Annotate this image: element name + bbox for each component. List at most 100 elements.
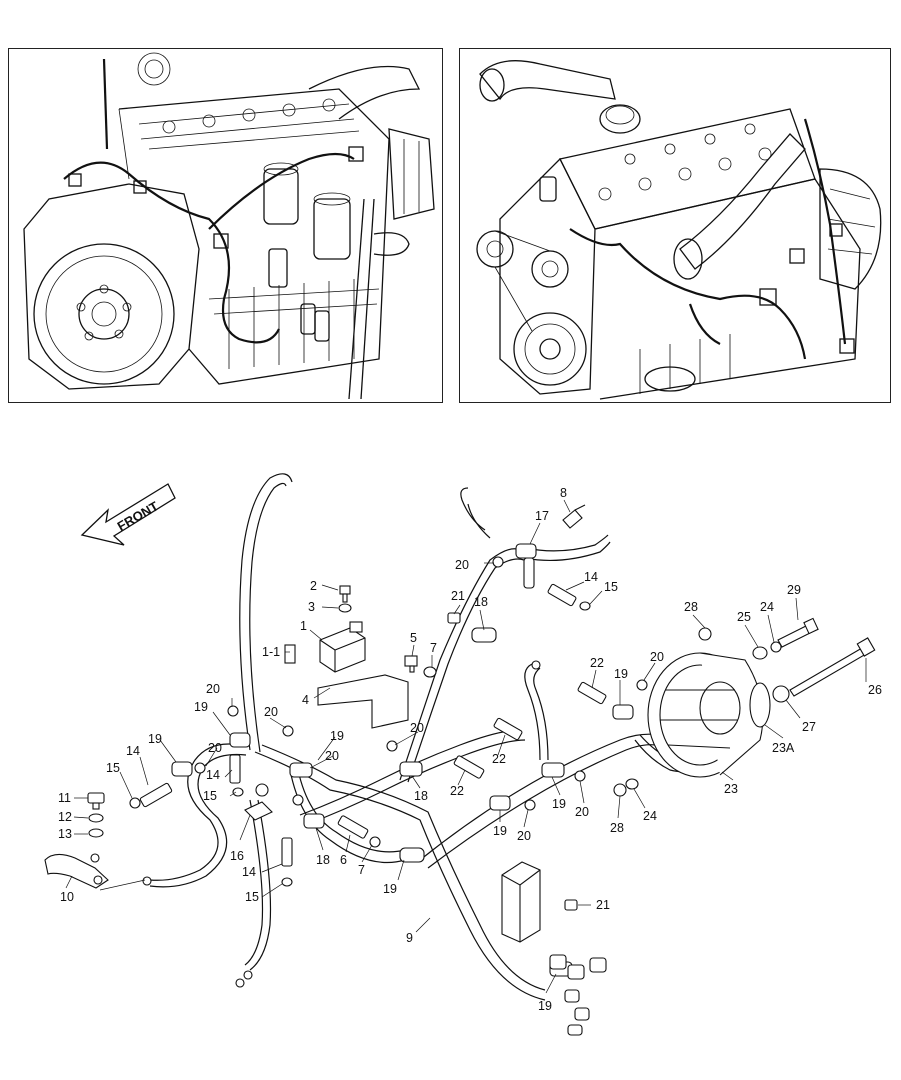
washer-part-3 bbox=[338, 603, 352, 613]
callout-28-lower: 28 bbox=[610, 821, 624, 835]
clip-part-19-mid bbox=[541, 762, 565, 778]
bolt-part-11 bbox=[87, 792, 105, 810]
nut-part-20-upper bbox=[492, 556, 504, 568]
callout-19-mid: 19 bbox=[552, 797, 566, 811]
nut-part-15-left bbox=[129, 797, 141, 809]
callout-15-upper: 15 bbox=[604, 580, 618, 594]
callout-22-lower: 22 bbox=[450, 784, 464, 798]
stud-part-22-upper bbox=[577, 681, 607, 705]
callout-21-lower: 21 bbox=[596, 898, 610, 912]
nut-part-20-right bbox=[636, 679, 648, 691]
callout-19-bottom: 19 bbox=[538, 999, 552, 1013]
callout-19-left-a: 19 bbox=[194, 700, 208, 714]
stud-part-14-left bbox=[139, 782, 173, 808]
nut-part-20-left-a bbox=[227, 705, 239, 717]
callout-20-center: 20 bbox=[410, 721, 424, 735]
clip-part-19-lower bbox=[489, 795, 511, 811]
callout-24-lower: 24 bbox=[643, 809, 657, 823]
callout-13: 13 bbox=[58, 827, 72, 841]
engine-view-left-panel bbox=[8, 48, 443, 403]
callout-25: 25 bbox=[737, 610, 751, 624]
callout-19-center: 19 bbox=[330, 729, 344, 743]
clip-part-19-left-b bbox=[171, 761, 193, 777]
callout-14-left: 14 bbox=[126, 744, 140, 758]
callout-20-left-b: 20 bbox=[264, 705, 278, 719]
callout-11: 11 bbox=[58, 791, 71, 805]
callout-20-right: 20 bbox=[650, 650, 664, 664]
ring-terminal-upper bbox=[531, 660, 541, 670]
callout-18-upper: 18 bbox=[474, 595, 488, 609]
callout-20-upper: 20 bbox=[455, 558, 469, 572]
bolt-part-5 bbox=[404, 655, 418, 673]
callout-28-upper: 28 bbox=[684, 600, 698, 614]
bolt-part-21-upper bbox=[447, 612, 461, 624]
washer-part-13 bbox=[88, 828, 104, 838]
clip-part-18-mid bbox=[399, 761, 423, 777]
callout-7-upper: 7 bbox=[430, 641, 437, 655]
leader-lines bbox=[65, 499, 867, 994]
fuse-part-1-1 bbox=[284, 644, 296, 664]
nut-part-20-mid bbox=[574, 770, 586, 782]
callout-14-center: 14 bbox=[206, 768, 220, 782]
callout-18-lower: 18 bbox=[316, 853, 330, 867]
callout-19-lower: 19 bbox=[493, 824, 507, 838]
terminal-part-16 bbox=[244, 783, 273, 821]
front-direction-arrow: FRONT bbox=[80, 483, 176, 546]
stud-part-22-lower bbox=[453, 755, 485, 779]
callout-15-lower: 15 bbox=[245, 890, 259, 904]
nut-part-7-upper bbox=[423, 666, 437, 678]
callout-labels: 2 3 1 1-1 4 5 7 8 17 20 14 15 21 18 22 1… bbox=[58, 486, 882, 1013]
callout-6: 6 bbox=[340, 853, 347, 867]
callout-18-mid: 18 bbox=[414, 789, 428, 803]
bolt-part-29 bbox=[777, 617, 819, 648]
stud-part-14-center bbox=[229, 754, 241, 784]
engine-left-illustration bbox=[23, 52, 435, 400]
callout-20-left-c: 20 bbox=[208, 741, 222, 755]
stud-part-14-lower bbox=[281, 837, 293, 867]
callout-14-upper: 14 bbox=[584, 570, 598, 584]
stud-part-14-upper bbox=[547, 583, 577, 607]
wire-end-a bbox=[235, 978, 245, 988]
washer-part-12 bbox=[88, 813, 104, 823]
callout-3: 3 bbox=[308, 600, 315, 614]
engine-view-right-panel bbox=[459, 48, 891, 403]
washer-part-25 bbox=[752, 646, 768, 660]
bolt-part-21-lower bbox=[564, 899, 578, 911]
callout-19-left-b: 19 bbox=[148, 732, 162, 746]
callout-21-upper: 21 bbox=[451, 589, 465, 603]
callout-10: 10 bbox=[60, 890, 74, 904]
callout-29: 29 bbox=[787, 583, 801, 597]
washer-part-24-lower bbox=[625, 778, 639, 790]
stud-part-22-middle bbox=[493, 717, 523, 741]
nut-part-28-lower bbox=[613, 783, 627, 797]
callout-23: 23 bbox=[724, 782, 738, 796]
callout-22-middle: 22 bbox=[492, 752, 506, 766]
clip-part-19-loop bbox=[399, 847, 425, 863]
callout-20-low: 20 bbox=[517, 829, 531, 843]
callout-1: 1 bbox=[300, 619, 307, 633]
connector-cluster bbox=[549, 954, 607, 1036]
washer-part-24-upper bbox=[770, 641, 782, 653]
callout-23A: 23A bbox=[772, 741, 795, 755]
clip-part-19-center bbox=[289, 762, 313, 778]
callout-20-mid-left: 20 bbox=[325, 749, 339, 763]
callout-20-left-a: 20 bbox=[206, 682, 220, 696]
nut-part-15-upper bbox=[579, 601, 591, 611]
stud-part-6 bbox=[337, 815, 369, 839]
clip-part-18-upper bbox=[471, 627, 497, 643]
callout-15-center: 15 bbox=[203, 789, 217, 803]
sensor-part-8 bbox=[562, 504, 586, 529]
nut-part-20-low bbox=[524, 799, 536, 811]
bolt-part-26 bbox=[789, 637, 876, 697]
alternator-part-23 bbox=[647, 652, 764, 778]
harness-exploded-diagram: FRONT bbox=[44, 473, 882, 1036]
callout-12: 12 bbox=[58, 810, 72, 824]
wire-end-b bbox=[243, 970, 253, 980]
callout-5: 5 bbox=[410, 631, 417, 645]
callout-17: 17 bbox=[535, 509, 549, 523]
nut-part-20-left-b bbox=[282, 725, 294, 737]
callout-2: 2 bbox=[310, 579, 317, 593]
engine-right-illustration bbox=[476, 60, 882, 400]
nut-part-28-upper bbox=[698, 627, 712, 641]
ground-cable-part-10 bbox=[44, 853, 109, 889]
